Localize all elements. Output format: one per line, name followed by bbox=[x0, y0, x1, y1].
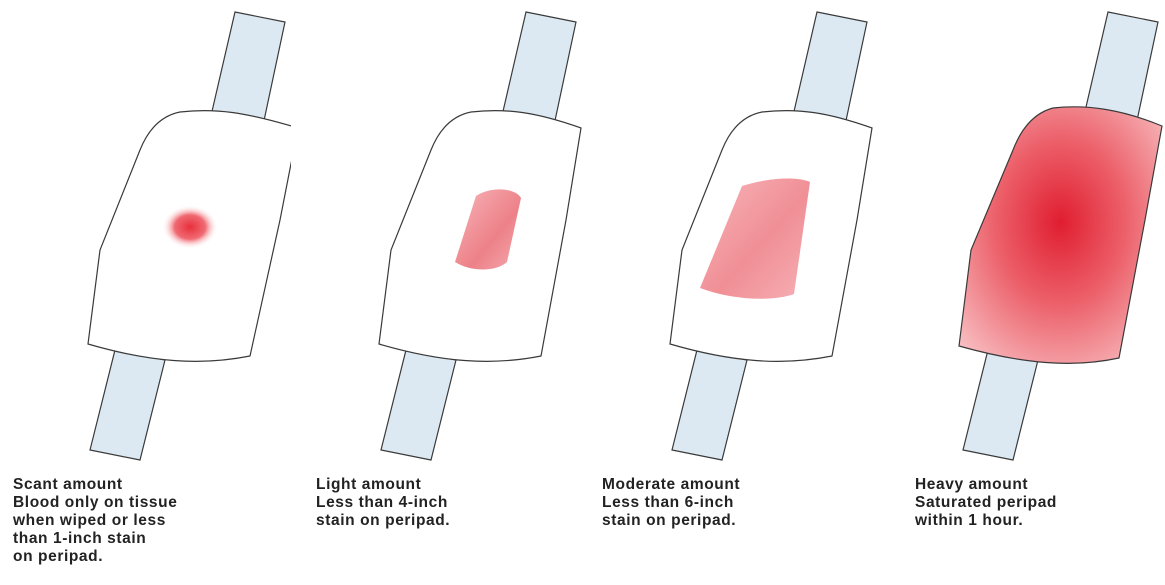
caption-line: stain on peripad. bbox=[316, 512, 450, 530]
caption-line: on peripad. bbox=[13, 548, 177, 566]
caption-title: Scant amount bbox=[13, 476, 177, 494]
peripad-illustration-light bbox=[291, 0, 582, 470]
peripad-bottom-tab bbox=[963, 350, 1038, 460]
peripad-bottom-tab bbox=[90, 350, 165, 460]
caption-moderate: Moderate amount Less than 6-inch stain o… bbox=[602, 476, 740, 530]
caption-light: Light amount Less than 4-inch stain on p… bbox=[316, 476, 450, 530]
caption-line: stain on peripad. bbox=[602, 512, 740, 530]
peripad-illustration-moderate bbox=[582, 0, 873, 470]
caption-line: within 1 hour. bbox=[915, 512, 1057, 530]
peripad-illustration-heavy bbox=[873, 0, 1164, 470]
caption-line: Less than 6-inch bbox=[602, 494, 740, 512]
caption-title: Heavy amount bbox=[915, 476, 1057, 494]
caption-scant: Scant amount Blood only on tissue when w… bbox=[13, 476, 177, 566]
panel-heavy: Heavy amount Saturated peripad within 1 … bbox=[873, 0, 1164, 585]
caption-title: Moderate amount bbox=[602, 476, 740, 494]
caption-line: Saturated peripad bbox=[915, 494, 1057, 512]
panel-light: Light amount Less than 4-inch stain on p… bbox=[291, 0, 582, 585]
caption-line: Less than 4-inch bbox=[316, 494, 450, 512]
panel-scant: Scant amount Blood only on tissue when w… bbox=[0, 0, 291, 585]
blood-stain-scant bbox=[162, 205, 218, 249]
caption-title: Light amount bbox=[316, 476, 450, 494]
blood-stain-heavy bbox=[959, 107, 1162, 364]
caption-line: when wiped or less bbox=[13, 512, 177, 530]
peripad-bottom-tab bbox=[672, 350, 747, 460]
caption-heavy: Heavy amount Saturated peripad within 1 … bbox=[915, 476, 1057, 530]
caption-line: than 1-inch stain bbox=[13, 530, 177, 548]
caption-line: Blood only on tissue bbox=[13, 494, 177, 512]
panel-moderate: Moderate amount Less than 6-inch stain o… bbox=[582, 0, 873, 585]
peripad-illustration-scant bbox=[0, 0, 291, 470]
peripad-bottom-tab bbox=[381, 350, 456, 460]
